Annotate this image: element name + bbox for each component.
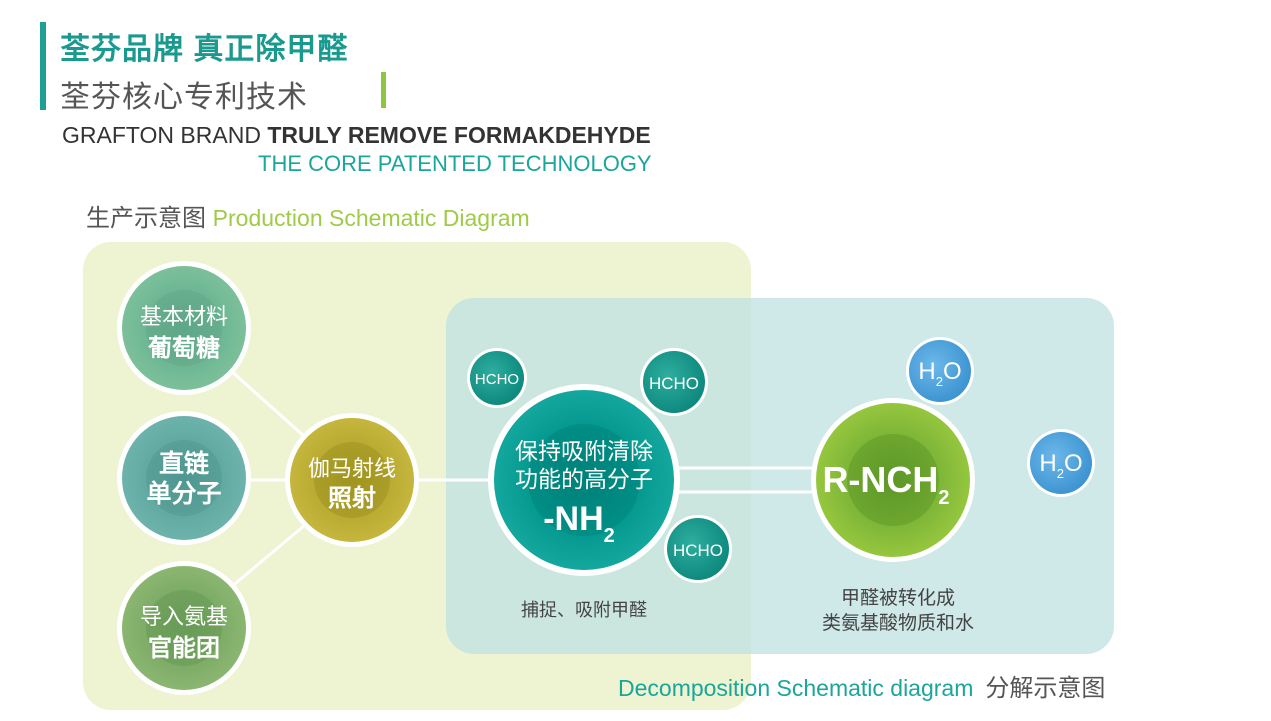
production-label-cn: 生产示意图	[86, 205, 213, 232]
caption-capture: 捕捉、吸附甲醛	[521, 600, 647, 620]
decomposition-label-cn: 分解示意图	[985, 675, 1106, 702]
hcho-molecule-2: HCHO	[640, 348, 708, 416]
title-accent-bar	[40, 22, 46, 110]
h2o-molecule-2: H2O	[1027, 429, 1095, 497]
svg-text:HCHO: HCHO	[475, 371, 519, 388]
page-subtitle: 荃芬核心专利技术	[60, 81, 308, 114]
gamma-line1: 伽马射线	[308, 456, 396, 481]
hcho-molecule-3: HCHO	[664, 515, 732, 583]
english-title: GRAFTON BRAND TRULY REMOVE FORMAKDEHYDE	[62, 122, 651, 149]
node-polymer: 保持吸附清除 功能的高分子 -NH2	[488, 384, 680, 576]
polymer-line2: 功能的高分子	[515, 466, 653, 492]
production-label: 生产示意图 Production Schematic Diagram	[86, 198, 530, 233]
node-gamma: 伽马射线 照射	[285, 413, 419, 547]
decomposition-label: Decomposition Schematic diagram 分解示意图	[618, 668, 1105, 703]
hcho-molecule-1: HCHO	[467, 348, 527, 408]
subtitle-accent-bar	[381, 72, 386, 108]
chain-line1: 直链	[159, 449, 209, 478]
h2o-molecule-1: H2O	[906, 337, 974, 405]
polymer-formula: -NH2	[543, 500, 615, 547]
decomposition-label-en: Decomposition Schematic diagram	[618, 675, 974, 701]
caption-convert-1: 甲醛被转化成	[841, 587, 955, 609]
node-chain: 直链 单分子	[117, 411, 251, 545]
english-subtitle: THE CORE PATENTED TECHNOLOGY	[258, 151, 652, 176]
node-result: R-NCH2	[811, 398, 975, 562]
svg-text:H2O: H2O	[918, 358, 961, 389]
svg-text:HCHO: HCHO	[673, 541, 723, 560]
production-label-en: Production Schematic Diagram	[212, 205, 530, 231]
gamma-line2: 照射	[328, 485, 376, 512]
amino-line2: 官能团	[148, 634, 220, 662]
glucose-line2: 葡萄糖	[147, 334, 220, 362]
result-formula: R-NCH2	[822, 459, 949, 509]
english-title-bold: TRULY REMOVE FORMAKDEHYDE	[267, 122, 651, 148]
page-title: 荃芬品牌 真正除甲醛	[60, 33, 349, 66]
node-amino: 导入氨基 官能团	[117, 561, 251, 695]
svg-text:HCHO: HCHO	[649, 374, 699, 393]
caption-convert-2: 类氨基酸物质和水	[822, 612, 974, 634]
svg-text:H2O: H2O	[1039, 450, 1082, 481]
polymer-line1: 保持吸附清除	[515, 438, 653, 464]
glucose-line1: 基本材料	[140, 304, 228, 329]
node-glucose: 基本材料 葡萄糖	[117, 261, 251, 395]
amino-line1: 导入氨基	[140, 604, 228, 629]
english-title-normal: GRAFTON BRAND	[62, 122, 268, 148]
chain-line2: 单分子	[146, 480, 221, 508]
